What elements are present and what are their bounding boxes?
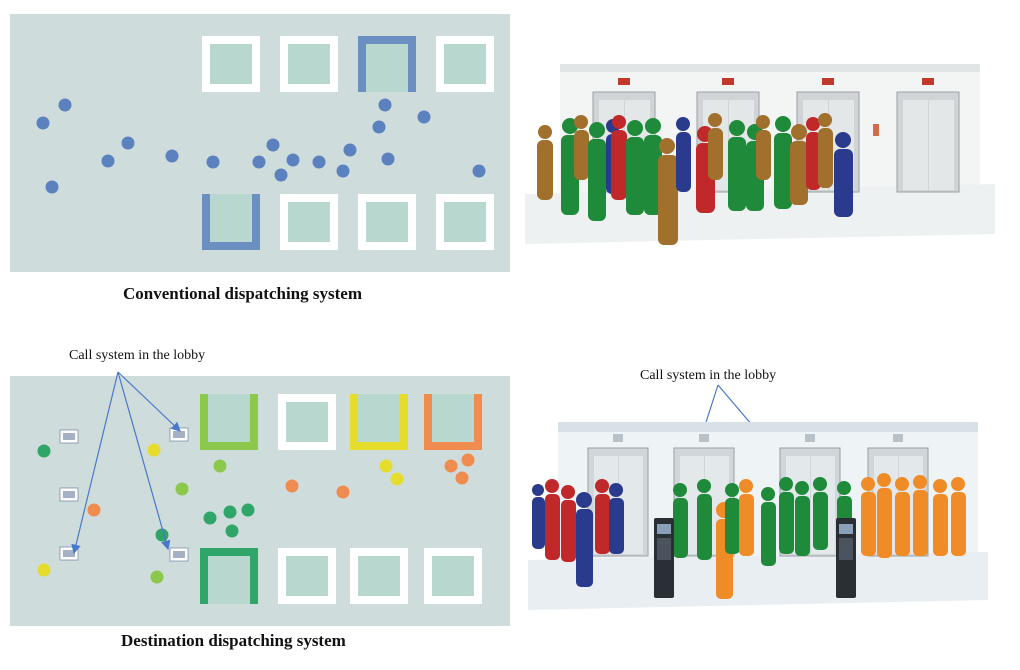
- person-silhouette-icon: [537, 125, 553, 200]
- conventional-lobby-schematic: [10, 14, 510, 272]
- elevator-car-top-2: [278, 394, 336, 450]
- elevator-car-top-green-open: [200, 394, 258, 450]
- passenger-dots-coded: [37, 443, 475, 584]
- elevator-car-bottom-3: [358, 194, 416, 250]
- elevator-car-bottom-2: [280, 194, 338, 250]
- elevator-car-bottom-2: [278, 548, 336, 604]
- elevator-car-top-2: [280, 36, 338, 92]
- conventional-caption: Conventional dispatching system: [123, 284, 362, 303]
- elevator-car-top-3-open: [358, 36, 416, 92]
- passenger-dots: [36, 98, 486, 194]
- destination-lobby-illustration: [528, 422, 988, 610]
- destination-schematic-svg: [37, 394, 482, 604]
- crowd-silhouettes: [537, 113, 853, 245]
- elevator-car-bottom-4: [436, 194, 494, 250]
- elevator-car-top-yellow-open: [350, 394, 408, 450]
- conventional-schematic-svg: [36, 36, 494, 250]
- elevator-car-bottom-1-open: [202, 194, 260, 250]
- callout-label-right: Call system in the lobby: [640, 368, 777, 383]
- elevator-car-top-1: [202, 36, 260, 92]
- keypad-terminal-icon: [654, 518, 856, 598]
- elevator-car-top-4: [436, 36, 494, 92]
- conventional-lobby-illustration: [525, 64, 995, 245]
- destination-caption: Destination dispatching system: [121, 631, 346, 650]
- elevator-car-bottom-green-open: [200, 548, 258, 604]
- elevator-car-top-orange-open: [424, 394, 482, 450]
- crowd-silhouettes-grouped: [532, 473, 966, 599]
- destination-lobby-schematic: [10, 376, 510, 626]
- elevator-car-bottom-3: [350, 548, 408, 604]
- callout-label-left: Call system in the lobby: [69, 348, 206, 363]
- elevator-car-bottom-4: [424, 548, 482, 604]
